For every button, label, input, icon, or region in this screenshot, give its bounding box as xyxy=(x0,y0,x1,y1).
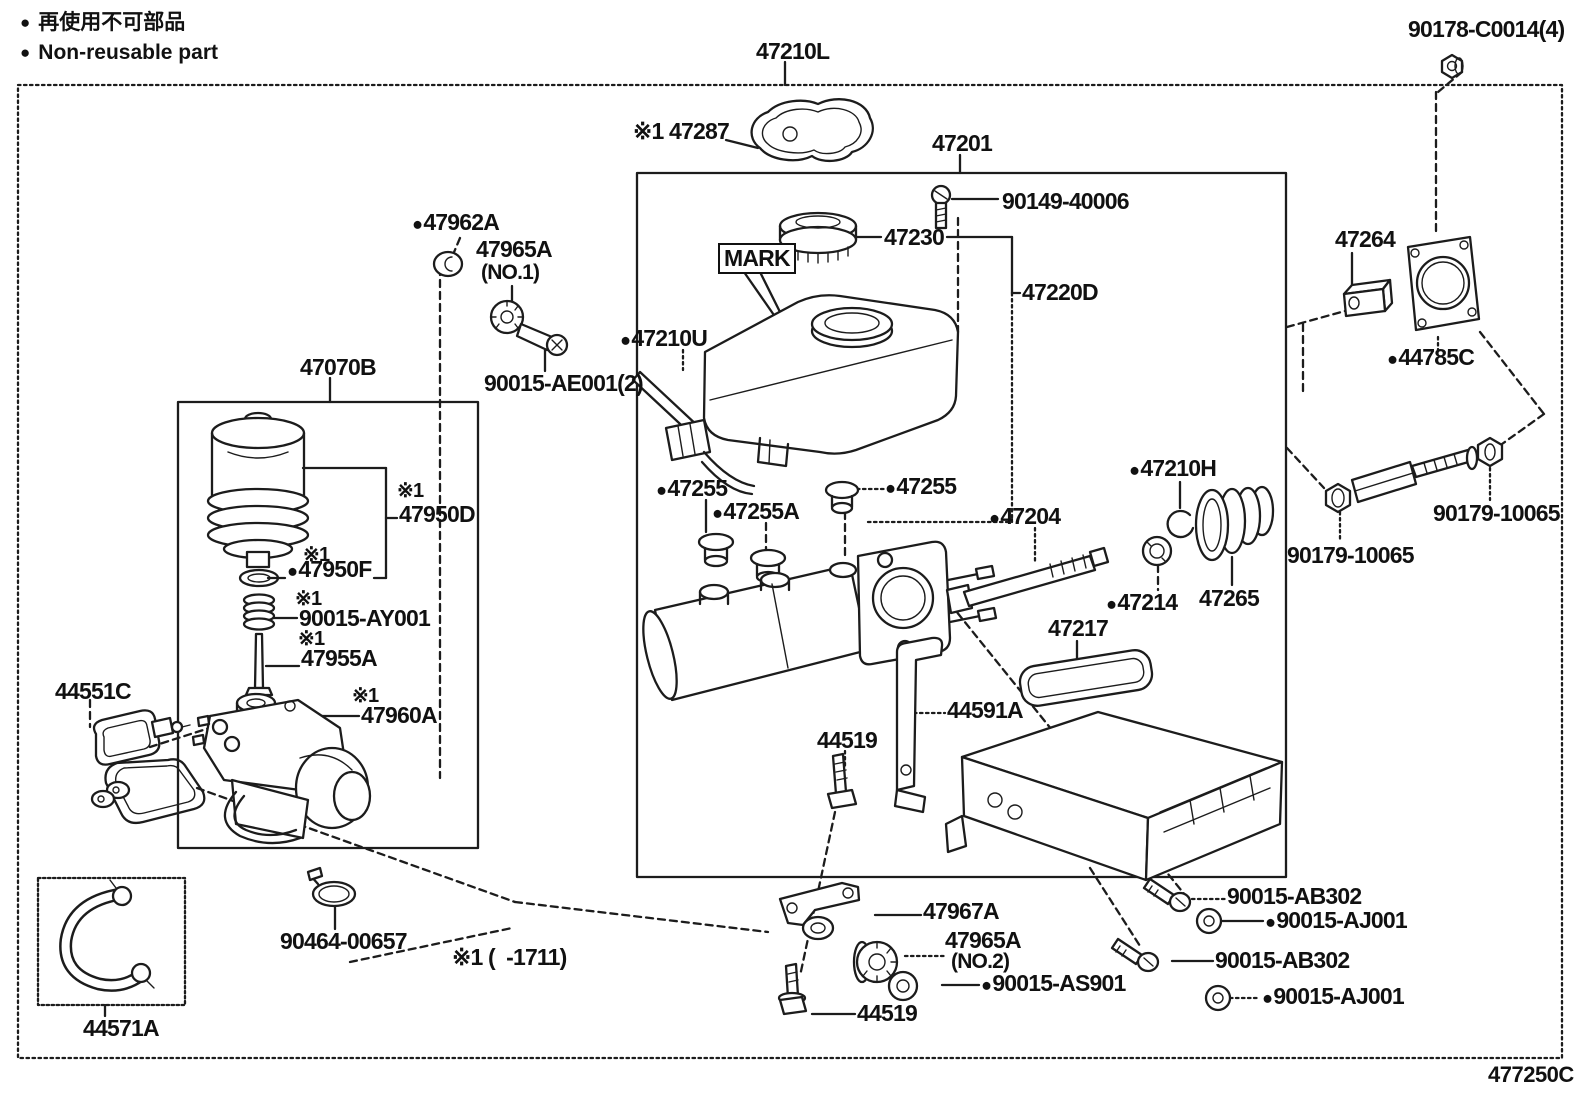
part-label-47230: 47230 xyxy=(884,224,945,250)
part-label-44519-upper: 44519 xyxy=(817,727,878,753)
mounting-nut-drawing xyxy=(1440,53,1464,80)
non-reusable-bullet-icon: ● xyxy=(712,502,723,523)
master-cylinder-drawing xyxy=(642,540,998,702)
hose-drawing xyxy=(59,879,155,992)
part-label-47210u: ●47210U xyxy=(620,325,708,351)
operating-rod-drawing xyxy=(1324,436,1504,514)
diagram-code: 477250C xyxy=(1488,1062,1574,1087)
part-label-90015-ab302-upper: 90015-AB302 xyxy=(1227,883,1362,909)
part-label-47210l: 47210L xyxy=(756,38,830,64)
non-reusable-bullet-icon: ● xyxy=(989,507,1000,528)
part-label-47965a-no1: 47965A xyxy=(476,236,553,262)
part-label-90179-10065-right: 90179-10065 xyxy=(1433,500,1561,526)
part-label-90149-40006: 90149-40006 xyxy=(1002,188,1130,214)
assembly-boundary-box xyxy=(16,60,1564,1060)
part-label-47214: ●47214 xyxy=(1106,589,1178,615)
part-label-90015-ay001: 90015-AY001 xyxy=(299,605,431,631)
part-label-ref-47950d: ※1 xyxy=(397,480,424,502)
part-label-47965a-no2: 47965A xyxy=(945,927,1022,953)
leader-lines xyxy=(88,138,1492,1016)
part-label-47950f: ●47950F xyxy=(287,556,372,582)
mounting-screws-drawing xyxy=(1110,877,1232,1012)
legend-line-jp: ● 再使用不可部品 xyxy=(20,8,218,38)
part-label-47201: 47201 xyxy=(932,130,993,156)
part-label-90015-aj001-lower: ●90015-AJ001 xyxy=(1262,983,1405,1009)
abs-actuator-drawing xyxy=(944,649,1284,882)
part-label-mark: MARK xyxy=(718,243,796,274)
push-rod-drawing xyxy=(945,485,1275,615)
part-label-90179-10065-left: 90179-10065 xyxy=(1287,542,1415,568)
part-label-90178-c0014: 90178-C0014(4) xyxy=(1408,16,1565,42)
non-reusable-bullet-icon: ● xyxy=(20,42,31,62)
reservoir-drawing xyxy=(702,211,960,468)
non-reusable-bullet-icon: ● xyxy=(656,479,667,500)
non-reusable-bullet-icon: ● xyxy=(1265,911,1276,932)
part-label-ref-1711: ※1 ( -1711) xyxy=(452,944,567,970)
upper-sensor-drawing xyxy=(432,250,569,357)
part-label-44785c: ●44785C xyxy=(1387,344,1475,370)
part-label-47217: 47217 xyxy=(1048,615,1109,641)
part-label-90464-00657: 90464-00657 xyxy=(280,928,408,954)
part-label-44571a: 44571A xyxy=(83,1015,160,1041)
actuator-bracket-drawing xyxy=(826,636,944,814)
part-label-47220d: 47220D xyxy=(1022,279,1099,305)
lower-bracket-drawing xyxy=(777,881,919,1016)
non-reusable-bullet-icon: ● xyxy=(412,213,423,234)
legend-text-en: Non-reusable part xyxy=(38,40,218,64)
non-reusable-bullet-icon: ● xyxy=(1106,593,1117,614)
part-label-47255a: ●47255A xyxy=(712,498,800,524)
non-reusable-bullet-icon: ● xyxy=(981,974,992,995)
part-label-44551c: 44551C xyxy=(55,678,132,704)
non-reusable-bullet-icon: ● xyxy=(1387,348,1398,369)
non-reusable-bullet-icon: ● xyxy=(287,560,298,581)
part-label-ref-47955a: ※1 xyxy=(298,628,325,650)
non-reusable-bullet-icon: ● xyxy=(1262,987,1273,1008)
part-label-47264: 47264 xyxy=(1335,226,1396,252)
wire-harness-drawing xyxy=(90,709,206,825)
booster-plate-drawing xyxy=(1342,235,1481,332)
part-label-ref-47950f: ※1 xyxy=(303,544,330,566)
part-label-47950d: 47950D xyxy=(399,501,476,527)
legend-line-en: ● Non-reusable part xyxy=(20,38,218,68)
part-label-47287: ※1 47287 xyxy=(633,118,730,144)
non-reusable-bullet-icon: ● xyxy=(885,477,896,498)
part-label-47962a: ●47962A xyxy=(412,209,500,235)
part-label-ref-47960a: ※1 xyxy=(352,685,379,707)
construction-lines xyxy=(148,70,1546,978)
part-label-47967a: 47967A xyxy=(923,898,1000,924)
part-label-47955a: 47955A xyxy=(301,645,378,671)
accumulator-pump-drawing xyxy=(191,411,372,845)
part-label-47255-right: ●47255 xyxy=(885,473,957,499)
non-reusable-bullet-icon: ● xyxy=(20,13,31,32)
part-label-ref-ay001: ※1 xyxy=(295,588,322,610)
non-reusable-bullet-icon: ● xyxy=(620,329,631,350)
part-label-47255-left: ●47255 xyxy=(656,475,728,501)
part-label-no1: (NO.1) xyxy=(481,261,540,284)
reservoir-screw-drawing xyxy=(930,184,952,230)
part-label-47960a: 47960A xyxy=(361,702,438,728)
level-sensor-connector-drawing xyxy=(631,370,756,496)
part-label-44591a: 44591A xyxy=(947,697,1024,723)
part-label-47204: ●47204 xyxy=(989,503,1061,529)
legend-text-jp: 再使用不可部品 xyxy=(38,11,186,34)
part-label-47070b: 47070B xyxy=(300,354,377,380)
part-label-47265: 47265 xyxy=(1199,585,1260,611)
non-reusable-legend: ● 再使用不可部品 ● Non-reusable part xyxy=(20,8,218,68)
gasket-drawing xyxy=(750,98,874,163)
non-reusable-bullet-icon: ● xyxy=(1129,459,1140,480)
part-label-90015-ab302-lower: 90015-AB302 xyxy=(1215,947,1350,973)
part-label-90015-ae001: 90015-AE001(2) xyxy=(484,370,644,396)
part-label-no2: (NO.2) xyxy=(951,950,1010,973)
part-label-47210h: ●47210H xyxy=(1129,455,1217,481)
part-label-90015-as901: ●90015-AS901 xyxy=(981,970,1126,996)
part-label-90015-aj001-upper: ●90015-AJ001 xyxy=(1265,907,1408,933)
hose-clamp-drawing xyxy=(306,866,357,908)
part-label-44519-lower: 44519 xyxy=(857,1000,918,1026)
